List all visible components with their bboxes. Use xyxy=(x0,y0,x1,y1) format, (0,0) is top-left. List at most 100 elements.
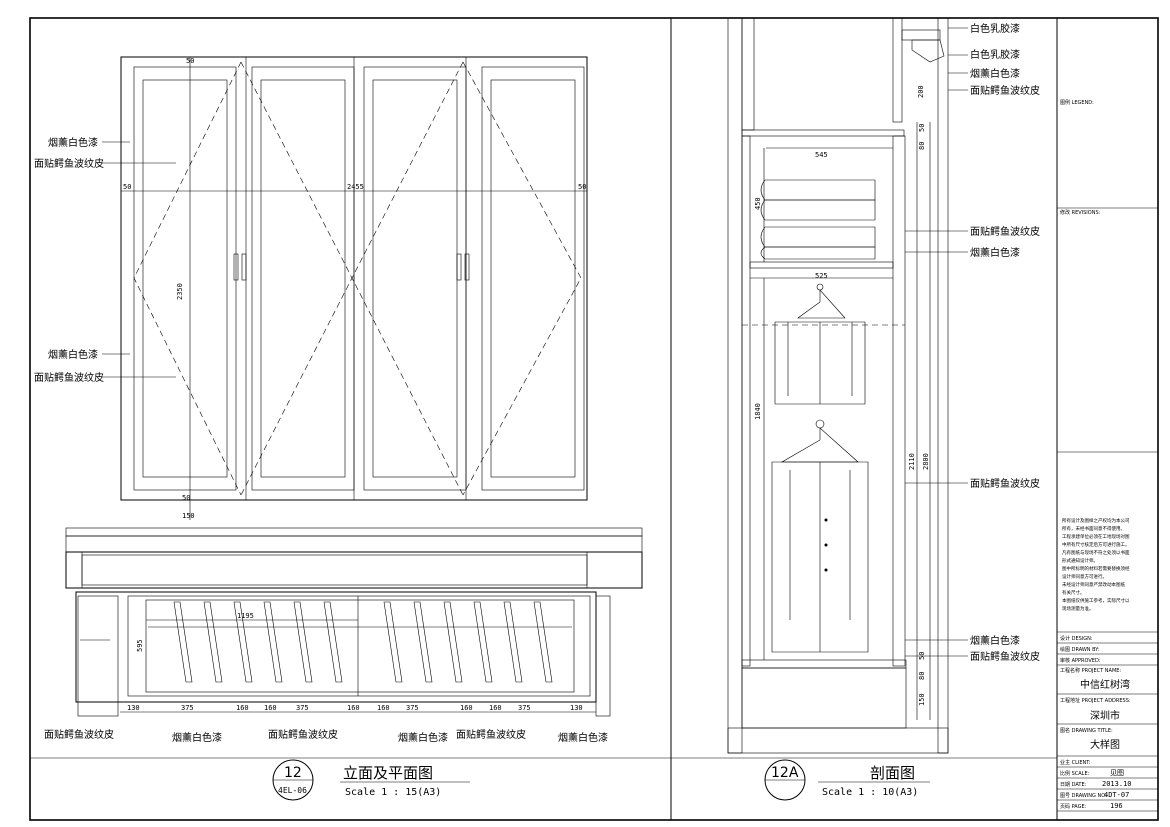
svg-text:形式通知设计师。: 形式通知设计师。 xyxy=(1062,557,1098,564)
callout-smoke-white-2: 烟薰白色漆 xyxy=(48,348,98,361)
wardrobe-elevation xyxy=(120,56,588,520)
callout-r-2: 白色乳胶漆 xyxy=(970,48,1020,61)
date-value: 2013.10 xyxy=(1102,780,1132,788)
drawing-title: 大样图 xyxy=(1090,738,1120,751)
dim-2800: 2800 xyxy=(922,453,930,470)
callout-r-3: 烟薰白色漆 xyxy=(970,67,1020,80)
approved-label: 审核 APPROVED: xyxy=(1060,657,1101,664)
right-view-title: 12A 剖面图 Scale 1 : 10(A3) xyxy=(764,759,930,801)
wardrobe-section xyxy=(727,17,949,754)
right-callouts: 白色乳胶漆 白色乳胶漆 烟薰白色漆 面贴鳄鱼波纹皮 面贴鳄鱼波纹皮 烟薰白色漆 … xyxy=(905,22,1040,663)
callout-r-6: 烟薰白色漆 xyxy=(970,246,1020,259)
callout-smoke-white-1: 烟薰白色漆 xyxy=(48,136,98,149)
right-scale: Scale 1 : 10(A3) xyxy=(822,787,918,798)
project-name: 中信红树湾 xyxy=(1080,678,1130,691)
client-label: 业主 CLIENT: xyxy=(1060,759,1091,766)
legend-label: 图例 LEGEND: xyxy=(1060,99,1094,106)
callout-r-1: 白色乳胶漆 xyxy=(970,22,1020,35)
project-address: 深圳市 xyxy=(1090,709,1120,722)
notes: 所有设计及图样之产权均为本公司 所有，未经书面同意不得使用。 工程承建单位必须在… xyxy=(1062,517,1130,612)
left-callouts-mid: 烟薰白色漆 面贴鳄鱼波纹皮 xyxy=(34,348,176,384)
scale-label: 比例 SCALE: xyxy=(1060,770,1090,777)
svg-text:375: 375 xyxy=(296,704,309,712)
drawing-no-label: 图号 DRAWING NO: xyxy=(1060,793,1107,799)
dim-width: 2455 xyxy=(347,183,364,191)
dim-right-margin: 50 xyxy=(578,183,586,191)
view-number-12: 12 xyxy=(284,765,302,781)
svg-text:130: 130 xyxy=(570,704,583,712)
dim-plan-inner: 1195 xyxy=(237,612,254,620)
page-no: 196 xyxy=(1110,802,1123,810)
callout-bottom-4: 烟薰白色漆 xyxy=(398,731,448,744)
svg-text:工程承建单位必须在工地现场对图: 工程承建单位必须在工地现场对图 xyxy=(1062,533,1130,540)
view-ref: 4EL-06 xyxy=(278,786,307,795)
drawing-no: 4DT-07 xyxy=(1104,791,1129,799)
date-label: 日期 DATE: xyxy=(1060,782,1087,788)
left-scale: Scale 1 : 15(A3) xyxy=(345,787,441,798)
dim-base: 150 xyxy=(182,512,195,520)
project-label: 工程名称 PROJECT NAME: xyxy=(1060,667,1121,674)
svg-text:375: 375 xyxy=(181,704,194,712)
coat-illustration xyxy=(771,419,869,653)
svg-text:160: 160 xyxy=(489,704,502,712)
svg-text:375: 375 xyxy=(406,704,419,712)
drawn-label: 绘图 DRAWN BY: xyxy=(1060,646,1100,653)
callout-r-7: 面贴鳄鱼波纹皮 xyxy=(970,477,1040,490)
dim-shelf-width: 545 xyxy=(815,151,828,159)
dim-top-margin: 50 xyxy=(186,57,194,65)
sheet-border xyxy=(29,17,1159,821)
dim-left-margin: 50 xyxy=(123,183,131,191)
svg-text:有关尺寸。: 有关尺寸。 xyxy=(1062,589,1085,596)
callout-croc-leather-1: 面贴鳄鱼波纹皮 xyxy=(34,157,104,170)
svg-text:设计师同意方可进行。: 设计师同意方可进行。 xyxy=(1062,573,1107,580)
shirt-illustration xyxy=(774,283,866,405)
svg-text:375: 375 xyxy=(518,704,531,712)
callout-bottom-3: 面贴鳄鱼波纹皮 xyxy=(268,728,338,741)
plan-hangers xyxy=(173,601,553,683)
svg-text:所有设计及图样之产权均为本公司: 所有设计及图样之产权均为本公司 xyxy=(1062,517,1130,524)
design-label: 设计 DESIGN: xyxy=(1060,635,1093,642)
svg-text:所有，未经书面同意不得使用。: 所有，未经书面同意不得使用。 xyxy=(1062,525,1125,532)
title-block: 图例 LEGEND: 修改 REVISIONS: 所有设计及图样之产权均为本公司… xyxy=(1057,99,1158,812)
callout-bottom-1: 面贴鳄鱼波纹皮 xyxy=(44,728,114,741)
drawing-title-label: 图名 DRAWING TITLE: xyxy=(1060,727,1113,734)
dim-plan-depth: 595 xyxy=(136,639,144,652)
door-handles xyxy=(233,253,470,281)
svg-text:凡有图纸与现场不符之处须以书面: 凡有图纸与现场不符之处须以书面 xyxy=(1062,549,1130,556)
folded-clothes xyxy=(760,179,876,260)
dim-bottom-margin: 50 xyxy=(182,494,190,502)
svg-text:160: 160 xyxy=(460,704,473,712)
svg-text:160: 160 xyxy=(264,704,277,712)
left-title: 立面及平面图 xyxy=(343,764,433,782)
left-callouts-upper: 烟薰白色漆 面贴鳄鱼波纹皮 xyxy=(34,136,176,170)
callout-r-9: 面贴鳄鱼波纹皮 xyxy=(970,650,1040,663)
svg-text:160: 160 xyxy=(236,704,249,712)
svg-text:现场测量为准。: 现场测量为准。 xyxy=(1062,605,1094,612)
door-swing-lines xyxy=(133,61,582,496)
svg-text:图中所标明的材料若需要替换须经: 图中所标明的材料若需要替换须经 xyxy=(1062,565,1130,572)
svg-text:中所有尺寸核定后方可进行施工。: 中所有尺寸核定后方可进行施工。 xyxy=(1062,541,1130,548)
right-title: 剖面图 xyxy=(870,764,915,782)
callout-bottom-6: 烟薰白色漆 xyxy=(558,731,608,744)
address-label: 工程地址 PROJECT ADDRESS: xyxy=(1060,697,1131,704)
dim-bottom-150: 150 xyxy=(918,693,926,706)
view-number-12a: 12A xyxy=(771,765,799,781)
dim-bottom-80: 80 xyxy=(918,672,926,680)
svg-text:本图纸仅供施工参考，实际尺寸以: 本图纸仅供施工参考，实际尺寸以 xyxy=(1062,597,1130,604)
svg-text:160: 160 xyxy=(377,704,390,712)
svg-text:130: 130 xyxy=(127,704,140,712)
dim-hang-height: 1840 xyxy=(754,403,762,420)
svg-text:160: 160 xyxy=(347,704,360,712)
callout-bottom-2: 烟薰白色漆 xyxy=(172,731,222,744)
dim-upper-50: 50 xyxy=(918,124,926,132)
left-view-title: 12 4EL-06 立面及平面图 Scale 1 : 15(A3) xyxy=(272,759,470,801)
dim-rod-width: 525 xyxy=(815,272,828,280)
wardrobe-plan xyxy=(65,527,643,717)
page-label: 页码 PAGE: xyxy=(1060,803,1087,810)
scale-value: 见图 xyxy=(1110,769,1124,777)
callout-bottom-5: 面贴鳄鱼波纹皮 xyxy=(456,728,526,741)
callout-r-5: 面贴鳄鱼波纹皮 xyxy=(970,225,1040,238)
callout-r-8: 烟薰白色漆 xyxy=(970,634,1020,647)
plan-dim-strings: 130 375 160 160 375 160 160 375 160 160 … xyxy=(127,704,583,712)
